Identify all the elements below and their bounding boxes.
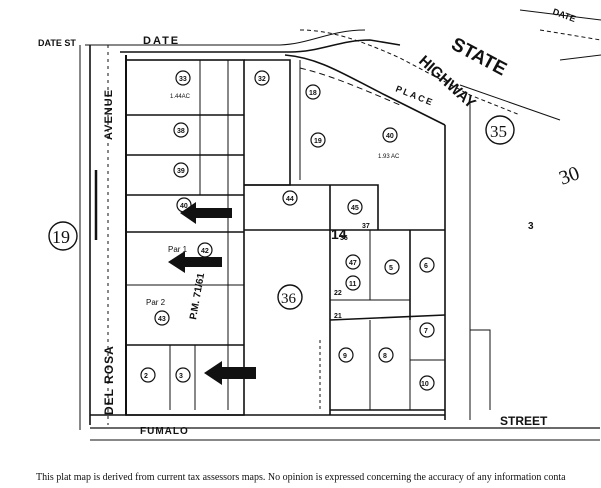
parcel-label-1: Par 1 xyxy=(168,245,188,254)
parcel-number: 9 xyxy=(343,353,347,360)
avenue-label: AVENUE xyxy=(103,89,115,140)
parcel-number: 33 xyxy=(179,76,187,83)
parcel-label-2: Par 2 xyxy=(146,298,166,307)
parcel-number: 7 xyxy=(424,328,428,335)
block-west xyxy=(125,59,245,416)
state-label: STATE xyxy=(448,34,510,80)
map-page-14: 14 xyxy=(331,226,347,242)
parcel-number: 44 xyxy=(286,196,294,203)
parcel-number: 19 xyxy=(314,138,322,145)
parcel-number: 8 xyxy=(383,353,387,360)
parcel-number: 11 xyxy=(349,281,357,288)
parcel-number: 5 xyxy=(389,265,393,272)
parcel-number: 22 xyxy=(334,290,342,297)
acreage-label-2: 1.93 AC xyxy=(378,154,400,160)
parcel-number: 43 xyxy=(158,316,166,323)
parcel-number: 36 xyxy=(340,235,348,242)
street-label: STREET xyxy=(500,414,548,428)
parcel-number: 45 xyxy=(351,205,359,212)
del-rosa-label: DEL ROSA xyxy=(102,345,116,415)
disclaimer-text: This plat map is derived from current ta… xyxy=(36,472,566,483)
parcel-number: 3 xyxy=(179,373,183,380)
parcel-map-reference: P.M. 71/61 xyxy=(188,272,207,321)
parcel-number: 38 xyxy=(177,128,185,135)
acreage-label-1: 1.44AC xyxy=(170,94,191,100)
parcel-number: 42 xyxy=(201,248,209,255)
date-st-label: DATE ST xyxy=(38,38,76,48)
map-page-36-circle xyxy=(277,284,303,310)
map-page-36: 36 xyxy=(281,291,297,307)
parcel-number: 40 xyxy=(180,203,188,210)
parcel-number: 40 xyxy=(386,133,394,140)
parcel-number: 21 xyxy=(334,313,342,320)
parcel-number: 37 xyxy=(362,223,370,230)
parcel-number: 18 xyxy=(309,90,317,97)
date-street-edge xyxy=(120,39,401,53)
arrow-icon xyxy=(168,251,222,273)
date-corner-label: DATE xyxy=(551,6,577,24)
parcel-number: 6 xyxy=(424,263,428,270)
map-page-3: 3 xyxy=(528,221,534,232)
date-label: DATE xyxy=(143,35,180,47)
parcel-number: 2 xyxy=(144,373,148,380)
arrow-icon xyxy=(180,202,232,224)
map-page-35: 35 xyxy=(490,122,507,141)
parcel-number: 47 xyxy=(349,260,357,267)
fumalo-label: FUMALO xyxy=(140,426,189,437)
parcel-number: 39 xyxy=(177,168,185,175)
parcel-number: 32 xyxy=(258,76,266,83)
map-page-19-circle xyxy=(48,221,78,251)
parcel-number: 10 xyxy=(421,381,429,388)
state-highway-edge xyxy=(284,54,446,126)
map-page-19: 19 xyxy=(52,227,70,247)
arrow-icon xyxy=(204,361,256,385)
map-page-30: 30 xyxy=(556,162,582,190)
map-page-35-circle xyxy=(485,115,515,145)
place-label: PLACE xyxy=(394,84,435,108)
